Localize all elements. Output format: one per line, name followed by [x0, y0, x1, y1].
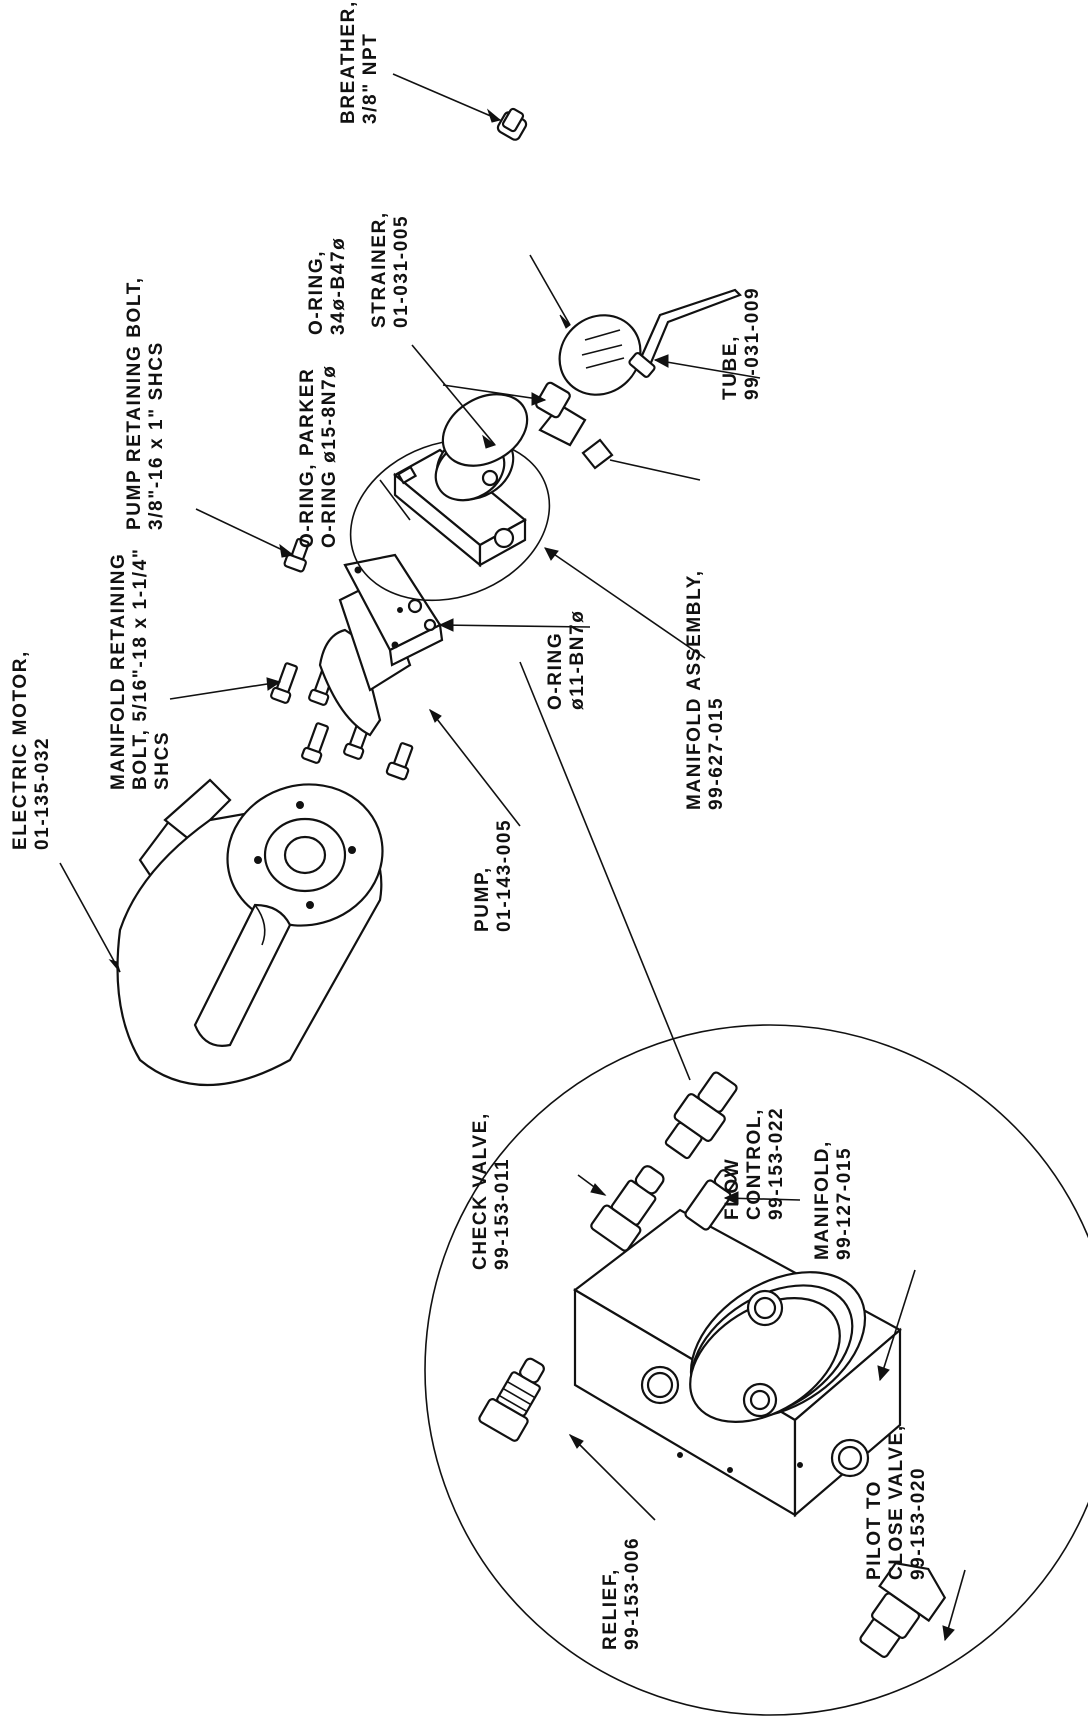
oring-11-title: O-RING [545, 631, 566, 710]
oring-11-spec: ø11-BN7ø [567, 609, 588, 710]
tube-part-number: 99-031-009 [742, 286, 763, 400]
manifold-title: MANIFOLD, [812, 1140, 833, 1260]
pilot-valve-part-number: 99-153-020 [908, 1466, 929, 1580]
pilot-valve-line1: PILOT TO [864, 1479, 885, 1580]
arrowheads [108, 108, 955, 1642]
label-pump: PUMP, 01-143-005 [472, 819, 516, 932]
label-electric-motor: ELECTRIC MOTOR, 01-135-032 [10, 650, 54, 850]
label-manifold: MANIFOLD, 99-127-015 [812, 1140, 856, 1260]
manifold-assembly [349, 393, 551, 632]
relief-part-number: 99-153-006 [622, 1536, 643, 1650]
pump-bolt-title: PUMP RETAINING BOLT, [124, 276, 145, 530]
label-strainer: STRAINER, 01-031-005 [369, 211, 413, 328]
manifold-bolt-type: SHCS [152, 730, 173, 790]
relief-title: RELIEF, [600, 1568, 621, 1650]
flow-control-line1: FLOW [722, 1157, 743, 1220]
strainer-title: STRAINER, [369, 211, 390, 328]
check-valve-part-number: 99-153-011 [492, 1157, 513, 1270]
breather-spec: 3/8" NPT [360, 32, 381, 125]
pump [318, 553, 444, 737]
flow-control-part-number: 99-153-022 [766, 1106, 787, 1220]
label-flow-control: FLOW CONTROL, 99-153-022 [722, 1107, 788, 1220]
pilot-valve-line2: CLOSE VALVE, [886, 1424, 907, 1580]
breather-title: BREATHER, [338, 0, 359, 124]
label-check-valve: CHECK VALVE, 99-153-011 [470, 1112, 514, 1270]
manifold-assembly-part-number: 99-627-015 [706, 696, 727, 810]
manifold-bolt-title: MANIFOLD RETAINING [108, 552, 129, 790]
flow-control-line2: CONTROL, [744, 1107, 765, 1220]
pump-part-number: 01-143-005 [494, 818, 515, 932]
oring-parker-title: O-RING, PARKER [297, 367, 318, 548]
motor-part-number: 01-135-032 [32, 736, 53, 850]
label-pilot-to-close-valve: PILOT TO CLOSE VALVE, 99-153-020 [864, 1424, 930, 1580]
manifold-part-number: 99-127-015 [834, 1146, 855, 1260]
label-oring-parker: O-RING, PARKER O-RING ø15-8N7ø [297, 365, 341, 548]
oring-parker-spec: O-RING ø15-8N7ø [319, 364, 340, 548]
check-valve-title: CHECK VALVE, [470, 1112, 491, 1270]
pump-title: PUMP, [472, 866, 493, 932]
pump-bolt-spec: 3/8"-16 x 1" SHCS [146, 341, 167, 530]
label-oring-11: O-RING ø11-BN7ø [545, 610, 589, 710]
label-pump-retaining-bolt: PUMP RETAINING BOLT, 3/8"-16 x 1" SHCS [124, 276, 168, 530]
label-breather: BREATHER, 3/8" NPT [338, 0, 382, 124]
manifold-bolt-spec: BOLT, 5/16"-18 x 1-1/4" [130, 547, 151, 790]
label-oring-34: O-RING, 34ø-B47ø [306, 237, 350, 335]
oring-34-spec: 34ø-B47ø [328, 236, 349, 335]
breather [496, 107, 528, 141]
oring-34-title: O-RING, [306, 249, 327, 335]
label-tube: TUBE, 99-031-009 [720, 287, 764, 400]
tube-title: TUBE, [720, 335, 741, 400]
leader-lines-upper [59, 73, 761, 1081]
label-relief: RELIEF, 99-153-006 [600, 1537, 644, 1650]
strainer-and-tube [535, 288, 742, 470]
strainer-part-number: 01-031-005 [391, 214, 412, 328]
manifold-assembly-title: MANIFOLD ASSEMBLY, [684, 569, 705, 810]
label-manifold-assembly: MANIFOLD ASSEMBLY, 99-627-015 [684, 569, 728, 810]
label-manifold-retaining-bolt: MANIFOLD RETAINING BOLT, 5/16"-18 x 1-1/… [108, 548, 174, 790]
motor-title: ELECTRIC MOTOR, [10, 650, 31, 850]
electric-motor [116, 778, 384, 1087]
detail-view [424, 1024, 1088, 1716]
